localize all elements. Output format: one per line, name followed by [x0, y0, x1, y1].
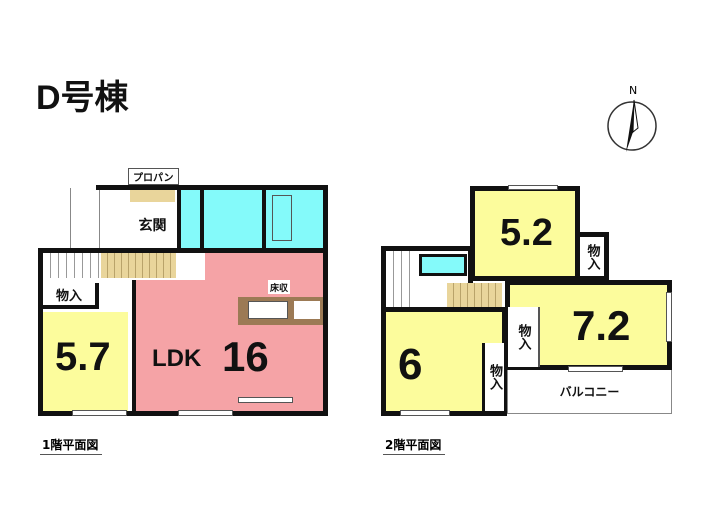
- propane-label: プロパン: [128, 168, 179, 185]
- storage-2f-c: 物入: [482, 343, 504, 411]
- room-size-6: 6: [398, 340, 423, 389]
- window: [508, 185, 558, 190]
- washroom: [204, 190, 266, 248]
- western-room-1f: [43, 312, 128, 411]
- storage-2f-b: 物入: [508, 307, 540, 367]
- kitchen-counter: [238, 297, 323, 325]
- storage-label-1f: 物入: [43, 283, 99, 309]
- north-compass-icon: N: [600, 84, 665, 158]
- floor-caption-1f: 1階平面図: [40, 436, 103, 455]
- storage-label: 物入: [487, 364, 502, 390]
- ldk-label: LDK: [152, 345, 202, 372]
- window: [666, 292, 672, 342]
- sink-icon: [248, 301, 288, 319]
- storage-label: 物入: [515, 324, 531, 350]
- bathtub-icon: [272, 195, 292, 241]
- toilet-2f: [419, 254, 467, 276]
- stove-icon: [294, 301, 320, 319]
- room-size-7-2: 7.2: [572, 302, 631, 349]
- room-size-5-2: 5.2: [500, 212, 553, 254]
- window: [568, 366, 623, 372]
- entrance-label: 玄関: [138, 218, 167, 234]
- floor-storage-label: 床収: [268, 280, 290, 294]
- hallway-1f: [101, 253, 176, 278]
- window: [238, 397, 293, 403]
- bathroom: [266, 190, 323, 248]
- window: [72, 410, 127, 416]
- shoe-box: [130, 190, 175, 202]
- balcony-label: バルコニー: [559, 385, 620, 399]
- floor-caption-2f: 2階平面図: [383, 436, 446, 455]
- stairs-2f: [386, 251, 416, 307]
- balcony: バルコニー: [507, 370, 672, 414]
- stairs-1f: [43, 253, 101, 278]
- porch: [70, 188, 100, 248]
- compass-north-label: N: [629, 84, 638, 97]
- window: [178, 410, 233, 416]
- ldk-upper: [205, 253, 323, 283]
- toilet-1f: [177, 190, 204, 248]
- storage-label: 物入: [584, 243, 600, 270]
- ldk-size: 16: [222, 333, 269, 380]
- wall-top: [96, 185, 328, 255]
- storage-2f-a: 物入: [575, 232, 609, 281]
- room-size-5-7: 5.7: [55, 335, 111, 379]
- building-title: D号棟: [36, 79, 129, 117]
- hallway-2f: [447, 283, 502, 307]
- window: [400, 410, 450, 416]
